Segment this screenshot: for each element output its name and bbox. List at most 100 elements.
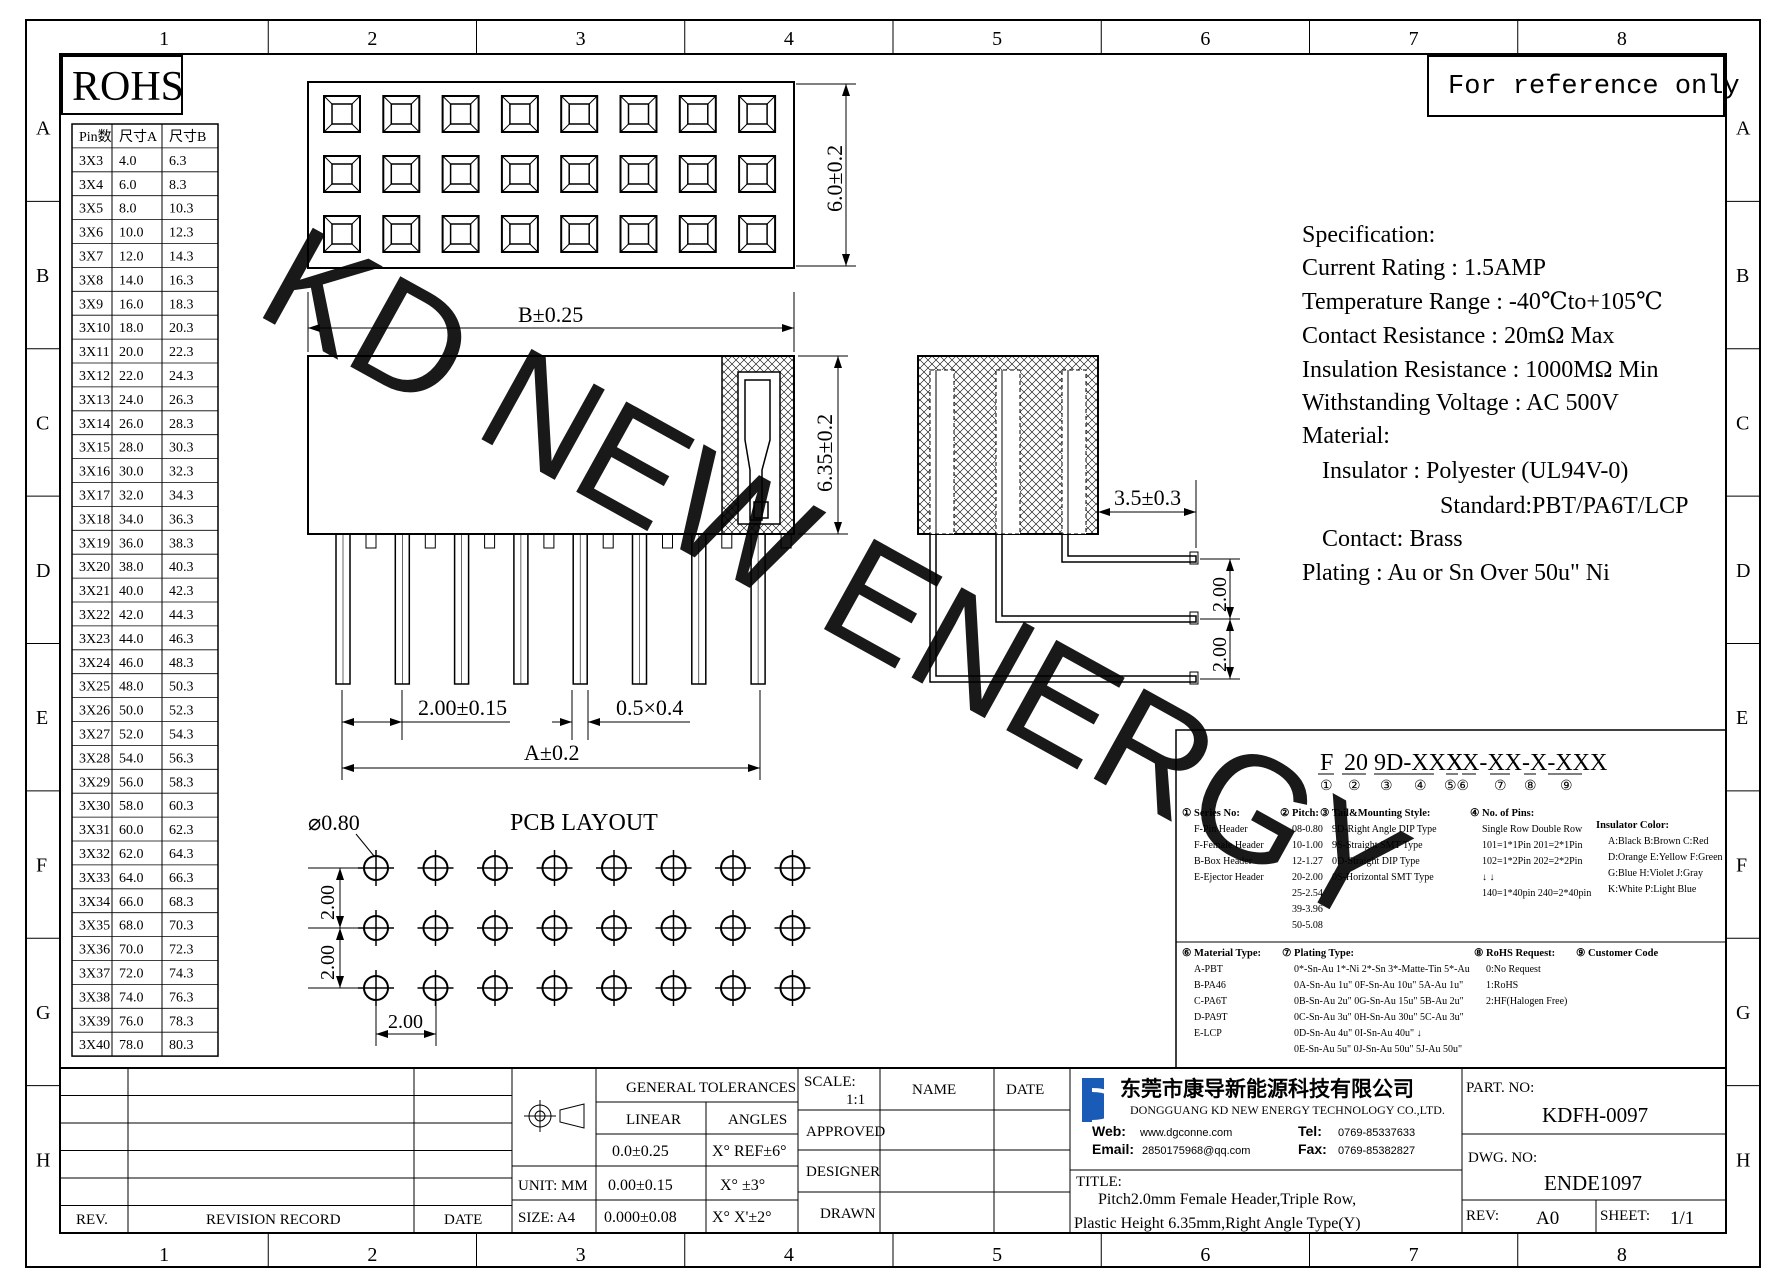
pin-table-cell: 30.0	[119, 465, 144, 480]
pcb-title: PCB LAYOUT	[510, 810, 658, 836]
pin-table-cell: 50.0	[119, 704, 144, 719]
frame-row-label: E	[1736, 707, 1748, 729]
pin-table-cell: 10.0	[119, 226, 144, 241]
code-col-item: 0A-Sn-Au 1u" 0F-Sn-Au 10u" 5A-Au 1u"	[1294, 980, 1463, 991]
pin-table-cell: 52.0	[119, 728, 144, 743]
pin-table-cell: 72.3	[169, 943, 194, 958]
revision-date-header: DATE	[444, 1212, 482, 1228]
frame-col-label: 3	[576, 1244, 586, 1266]
title-line-1: Pitch2.0mm Female Header,Triple Row,	[1098, 1191, 1356, 1208]
fax-value: 0769-85382827	[1338, 1145, 1415, 1157]
pin-table-cell: 28.0	[119, 441, 144, 456]
pin-table-cell: 48.0	[119, 680, 144, 695]
code-col-head: Insulator Color:	[1596, 820, 1669, 831]
pin-table-cell: 22.3	[169, 345, 194, 360]
pin-table-cell: 76.0	[119, 1014, 144, 1029]
pin-table-cell: 3X14	[79, 417, 110, 432]
reference-note: For reference only	[1448, 72, 1740, 102]
pin-table-cell: 56.0	[119, 775, 144, 790]
code-col-item: E-LCP	[1194, 1028, 1222, 1039]
code-col-item: F-Pin Header	[1194, 824, 1248, 835]
pin-table-cell: 38.3	[169, 536, 194, 551]
code-marker: ④	[1414, 779, 1427, 794]
code-col-item: 9D-Right Angle DIP Type	[1332, 824, 1437, 835]
dim-row-pitch-2: 2.00	[1209, 637, 1231, 672]
part-no-label: PART. NO:	[1466, 1080, 1534, 1096]
tol-angle: X° ±3°	[720, 1177, 765, 1194]
spec-line: Current Rating : 1.5AMP	[1302, 255, 1546, 281]
name-header: NAME	[912, 1082, 956, 1098]
code-col-head: ② Pitch:	[1280, 807, 1319, 819]
pin-table-cell: 74.0	[119, 990, 144, 1005]
dwg-no: ENDE1097	[1544, 1171, 1642, 1195]
pin-table-cell: 78.3	[169, 1014, 194, 1029]
scale-label: SCALE:	[804, 1074, 856, 1090]
code-col-item: C-PA6T	[1194, 996, 1227, 1007]
code-col-item: D-PA9T	[1194, 1012, 1228, 1023]
spec-line: Plating : Au or Sn Over 50u" Ni	[1302, 560, 1610, 586]
code-col-item: Single Row Double Row	[1482, 824, 1583, 835]
reference-box: For reference only	[1427, 55, 1740, 117]
pin-table-cell: 3X20	[79, 560, 110, 575]
pin-table-cell: 3X5	[79, 202, 103, 217]
pin-table-cell: 32.0	[119, 489, 144, 504]
front-view: B±0.25 6.35±0.2 2.00±0.15 0.5×0.4 A±0.2	[307, 292, 848, 780]
pin-table-cell: 3X9	[79, 297, 103, 312]
spec-line: Contact: Brass	[1322, 526, 1463, 552]
spec-line: Insulation Resistance : 1000MΩ Min	[1302, 357, 1658, 383]
code-col-item: 2:HF(Halogen Free)	[1486, 996, 1567, 1007]
pin-table-cell: 3X40	[79, 1038, 110, 1053]
pin-table-cell: 66.0	[119, 895, 144, 910]
pin-table-cell: 3X3	[79, 154, 103, 169]
pin-table-cell: 3X16	[79, 465, 110, 480]
pin-table-cell: 58.0	[119, 799, 144, 814]
frame-col-label: 4	[784, 28, 794, 50]
pin-table-cell: 3X31	[79, 823, 110, 838]
pin-table-cell: 3X30	[79, 799, 110, 814]
pin-table-cell: 3X19	[79, 536, 110, 551]
spec-line: Contact Resistance : 20mΩ Max	[1302, 323, 1614, 349]
pin-table-cell: 48.3	[169, 656, 194, 671]
pin-table-cell: 3X27	[79, 728, 110, 743]
pin-table-cell: 76.3	[169, 990, 194, 1005]
tel-value: 0769-85337633	[1338, 1127, 1415, 1139]
code-seg: 20	[1344, 750, 1368, 776]
pin-table-header: 尺寸B	[169, 129, 206, 145]
pin-table-cell: 8.0	[119, 202, 137, 217]
code-col-item: 25-2.54	[1292, 888, 1323, 899]
pin-table-cell: 18.3	[169, 297, 194, 312]
code-col-head: ⑥ Material Type:	[1182, 947, 1261, 959]
tol-linear: 0.000±0.08	[604, 1209, 677, 1226]
title-block: REV. REVISION RECORD DATE GENERAL TOLERA…	[59, 1067, 1727, 1234]
frame-col-label: 1	[159, 1244, 169, 1266]
code-col-item: 0D-Sn-Au 4u" 0I-Sn-Au 40u" ↓	[1294, 1028, 1422, 1039]
code-col-head: ④ No. of Pins:	[1470, 807, 1534, 819]
code-col-item: 1:RoHS	[1486, 980, 1518, 991]
tel-label: Tel:	[1298, 1123, 1322, 1139]
frame-col-label: 1	[159, 28, 169, 50]
frame-grid	[26, 20, 1760, 1267]
frame-col-label: 7	[1409, 28, 1419, 50]
pcb-dim-v1: 2.00	[317, 885, 339, 920]
pin-table-cell: 36.3	[169, 512, 194, 527]
pin-table-cell: 3X10	[79, 321, 110, 336]
code-col-item: 39-3.96	[1292, 904, 1323, 915]
pin-table-cell: 54.3	[169, 728, 194, 743]
code-marker: ①	[1320, 779, 1333, 794]
pin-table-cell: 10.3	[169, 202, 194, 217]
code-col-item: 101=1*1Pin 201=2*1Pin	[1482, 840, 1582, 851]
code-marker: ⑨	[1560, 779, 1573, 794]
code-col-item: 0C-Sn-Au 3u" 0H-Sn-Au 30u" 5C-Au 3u"	[1294, 1012, 1464, 1023]
frame-row-label: H	[1736, 1149, 1750, 1171]
frame-row-label: C	[36, 412, 49, 434]
side-section-view: 3.5±0.3 2.00 2.00	[917, 355, 1240, 685]
frame-row-label: F	[1736, 855, 1747, 877]
dim-height-top: 6.0±0.2	[822, 145, 847, 212]
pin-table-cell: 12.0	[119, 250, 144, 265]
frame-row-label: C	[1736, 412, 1749, 434]
sheet-label: SHEET:	[1600, 1208, 1650, 1224]
pcb-dim-h: 2.00	[388, 1011, 423, 1033]
pin-table-cell: 60.0	[119, 823, 144, 838]
dim-a: A±0.2	[524, 740, 579, 765]
